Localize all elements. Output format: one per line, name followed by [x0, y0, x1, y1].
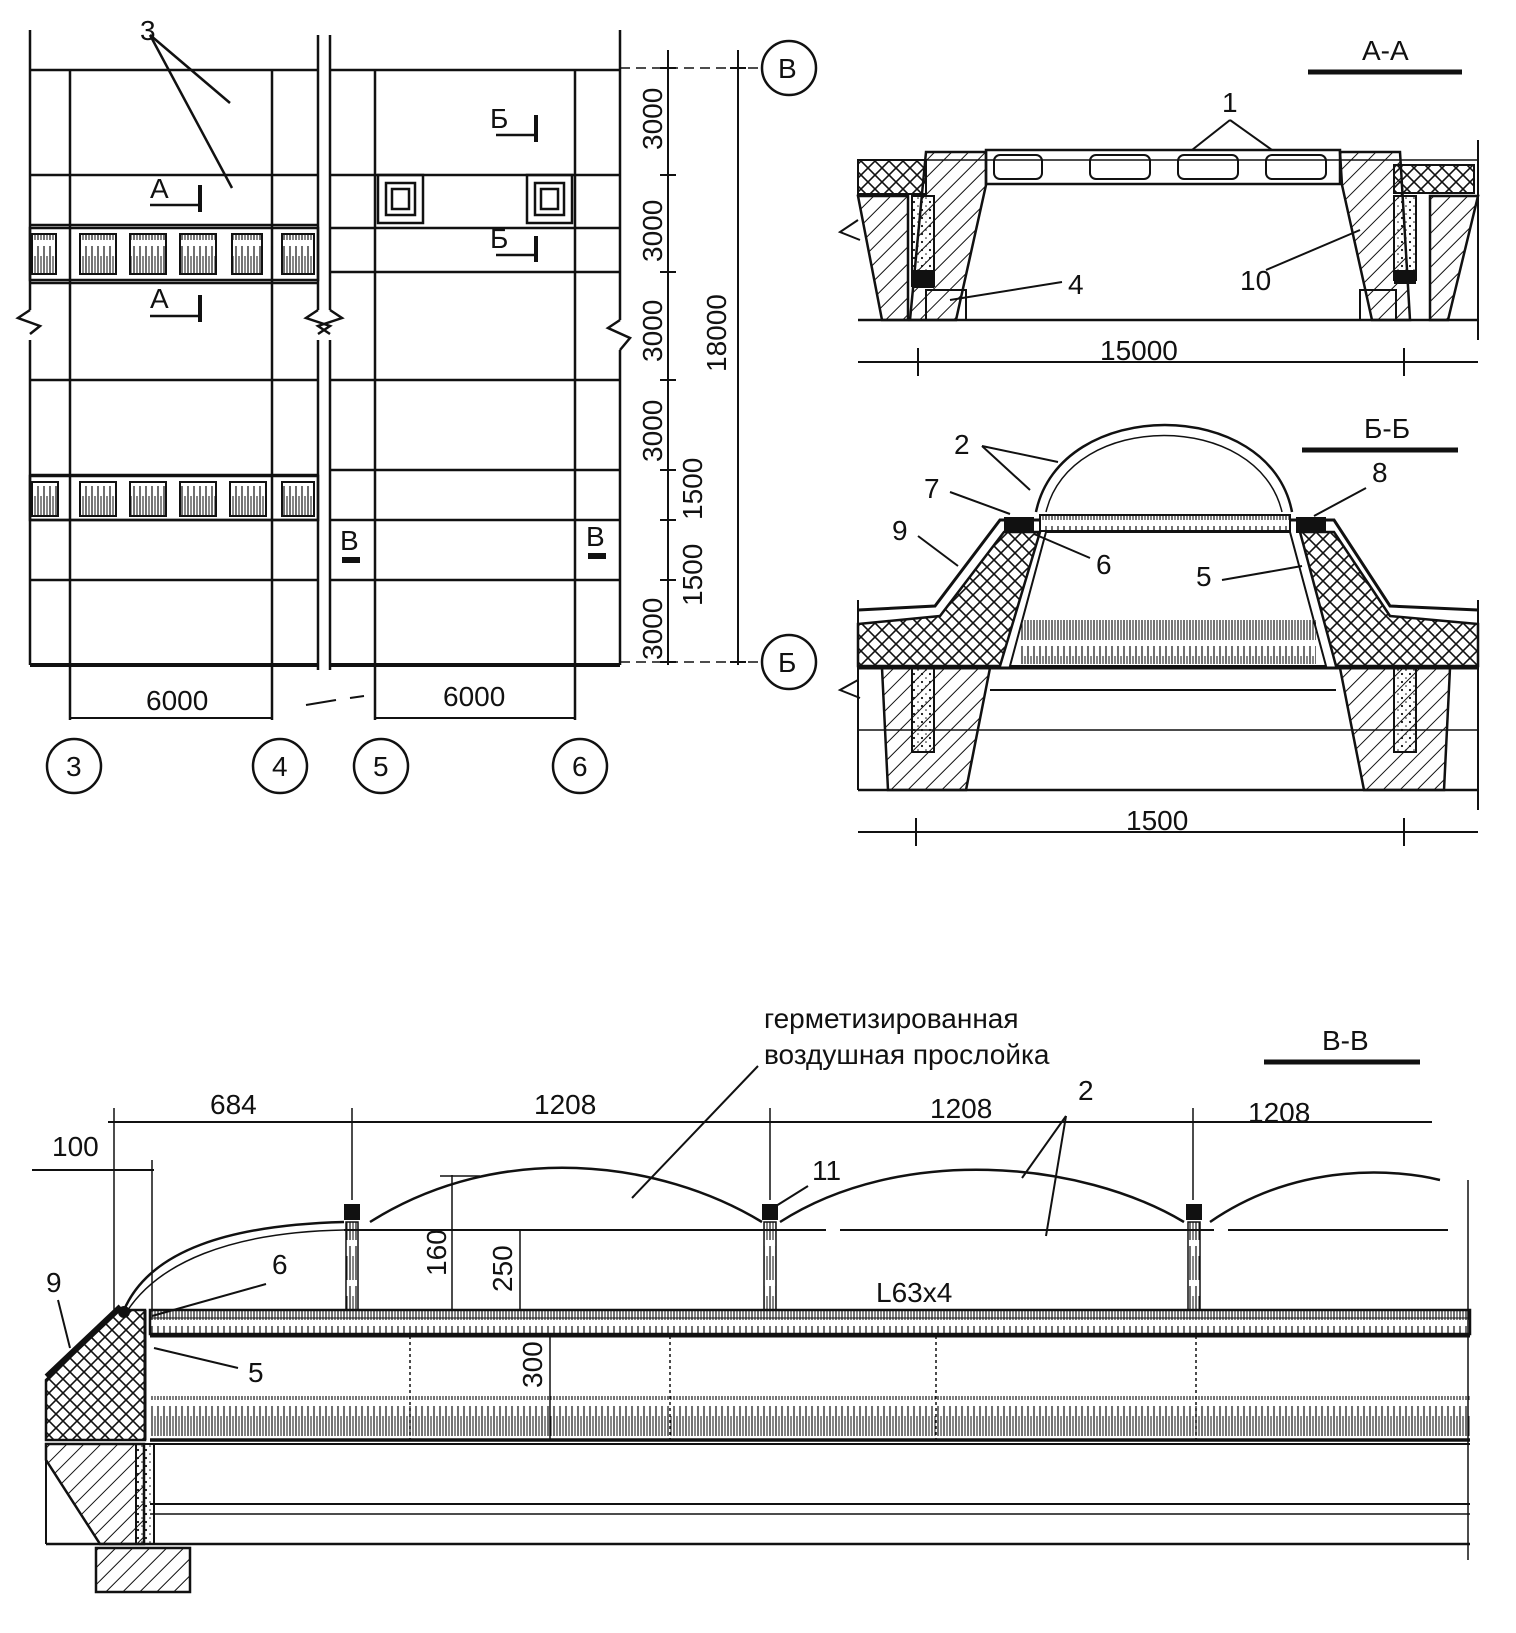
note-line-1: герметизированная	[764, 1003, 1019, 1034]
section-aa-callout-4: 4	[1068, 269, 1084, 300]
dim-3000-1: 3000	[637, 88, 668, 150]
section-aa-drawing	[837, 119, 1480, 376]
note-line-2: воздушная прослойка	[764, 1039, 1050, 1070]
section-mark-a-upper: А	[150, 173, 169, 204]
axis-3: 3	[66, 751, 82, 782]
section-vv-callout-2: 2	[1078, 1075, 1094, 1106]
dim-160: 160	[421, 1229, 452, 1276]
dim-100: 100	[52, 1131, 99, 1162]
dim-3000-4: 3000	[637, 400, 668, 462]
section-vv-callout-11: 11	[812, 1155, 841, 1186]
skylight-panels-lower	[31, 481, 315, 517]
section-bb-callout-6: 6	[1096, 549, 1112, 580]
dim-1500-1: 1500	[677, 458, 708, 520]
dim-1500-2: 1500	[677, 544, 708, 606]
dim-684: 684	[210, 1089, 257, 1120]
section-vv-callout-6: 6	[272, 1249, 288, 1280]
dim-6000-right: 6000	[443, 681, 505, 712]
axis-v: В	[778, 53, 797, 84]
section-bb-drawing	[837, 423, 1480, 846]
dim-300: 300	[517, 1341, 548, 1388]
skylight-panels-upper	[31, 233, 315, 275]
dim-3000-2: 3000	[637, 200, 668, 262]
dim-6000-left: 6000	[146, 685, 208, 716]
dim-1208-3: 1208	[1248, 1097, 1310, 1128]
axis-b: Б	[778, 647, 796, 678]
callout-3: 3	[140, 15, 156, 46]
dim-3000-3: 3000	[637, 300, 668, 362]
axis-bubbles	[45, 39, 818, 795]
section-bb-callout-9: 9	[892, 515, 908, 546]
plan-horizontal-dimension	[70, 695, 575, 719]
plan-vertical-dimension-chain	[660, 50, 746, 665]
section-bb-title: Б-Б	[1364, 413, 1410, 444]
dome-skylight-right	[525, 173, 574, 225]
section-vv-title: В-В	[1322, 1025, 1369, 1056]
dim-18000: 18000	[701, 294, 732, 372]
section-mark-v-left: В	[340, 525, 359, 556]
section-bb-dim-1500: 1500	[1126, 805, 1188, 836]
section-bb-callout-2: 2	[954, 429, 970, 460]
axis-5: 5	[373, 751, 389, 782]
section-aa-callout-1: 1	[1222, 87, 1238, 118]
dim-250: 250	[487, 1245, 518, 1292]
section-mark-b-lower: Б	[490, 223, 508, 254]
section-vv-drawing	[32, 1065, 1472, 1594]
section-mark-v-right: В	[586, 521, 605, 552]
section-marks	[148, 34, 606, 563]
profile-label: L63x4	[876, 1277, 952, 1308]
section-aa-title: А-А	[1362, 35, 1409, 66]
section-vv-callout-9: 9	[46, 1267, 62, 1298]
section-bb-callout-7: 7	[924, 473, 940, 504]
dome-skylight-left	[376, 173, 425, 225]
section-aa-dim-15000: 15000	[1100, 335, 1178, 366]
section-bb-callout-5: 5	[1196, 561, 1212, 592]
dim-1208-2: 1208	[930, 1093, 992, 1124]
section-vv-callout-5: 5	[248, 1357, 264, 1388]
section-mark-b-upper: Б	[490, 103, 508, 134]
skylight-strip-lower	[28, 474, 320, 522]
section-bb-callout-8: 8	[1372, 457, 1388, 488]
axis-6: 6	[572, 751, 588, 782]
axis-4: 4	[272, 751, 288, 782]
section-mark-a-lower: А	[150, 283, 169, 314]
skylight-strip-upper	[28, 226, 320, 282]
dim-3000-5: 3000	[637, 598, 668, 660]
dim-1208-1: 1208	[534, 1089, 596, 1120]
section-aa-callout-10: 10	[1240, 265, 1271, 296]
